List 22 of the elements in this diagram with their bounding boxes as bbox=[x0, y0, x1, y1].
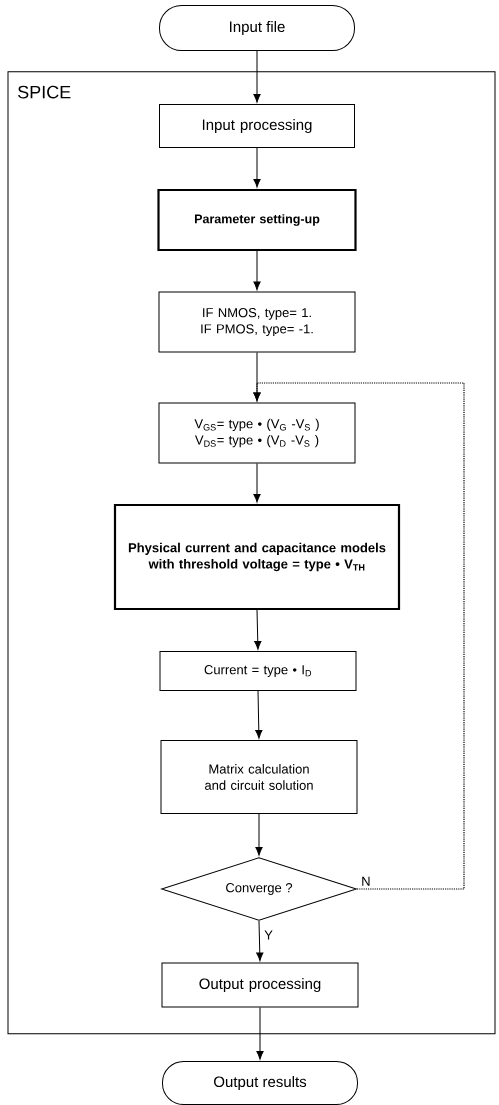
arrow bbox=[255, 813, 263, 856]
process-box: Physical current and capacitance models with threshold voltage = type • V$_{TH}$ bbox=[113, 503, 401, 611]
arrow bbox=[253, 382, 465, 890]
arrow bbox=[256, 920, 264, 962]
process-box: V$_{GS}$= type • (V$_{G}$ -V$_{S}$ ) V$_{DS}$= type • (V$_{D}$ -V$_{S}$ ) bbox=[158, 402, 356, 464]
edge-label: Y bbox=[263, 929, 274, 941]
arrow bbox=[253, 50, 261, 103]
arrow bbox=[256, 1007, 264, 1060]
arrow bbox=[255, 690, 263, 739]
terminal-box: Input file bbox=[159, 5, 355, 51]
arrow bbox=[254, 609, 262, 650]
process-box: Input processing bbox=[159, 104, 355, 148]
arrow bbox=[253, 463, 261, 503]
edge-label: N bbox=[360, 875, 372, 887]
arrow bbox=[253, 147, 261, 188]
process-box: Output processing bbox=[161, 962, 359, 1008]
process-box: Parameter setting-up bbox=[157, 188, 357, 252]
arrow bbox=[253, 250, 261, 291]
process-box: IF NMOS, type= 1. IF PMOS, type= -1. bbox=[158, 291, 356, 353]
terminal-box: Output results bbox=[162, 1061, 358, 1105]
process-box: Current = type • I$_{D}$ bbox=[159, 651, 357, 691]
process-box: Matrix calculation and circuit solution bbox=[160, 740, 358, 814]
